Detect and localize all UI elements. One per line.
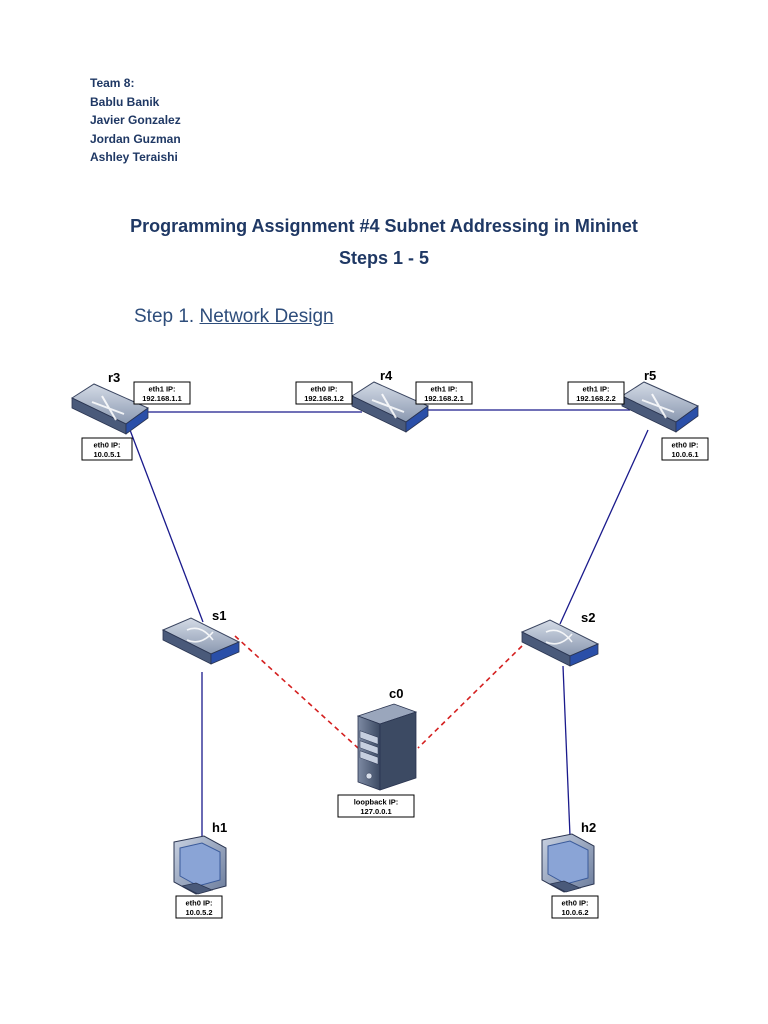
node-label-s1: s1 bbox=[212, 608, 226, 623]
ip-label-line2: 10.0.6.2 bbox=[561, 908, 588, 917]
ip-label-line1: eth0 IP: bbox=[93, 441, 120, 450]
ip-label-h1-eth0: eth0 IP: 10.0.5.2 bbox=[175, 895, 223, 919]
team-member: Javier Gonzalez bbox=[90, 113, 181, 127]
ip-label-line2: 192.168.1.2 bbox=[304, 394, 344, 403]
ip-label-line2: 10.0.5.2 bbox=[185, 908, 212, 917]
ip-label-line1: eth1 IP: bbox=[148, 385, 175, 394]
team-member: Bablu Banik bbox=[90, 94, 160, 109]
ip-label-line2: 10.0.6.1 bbox=[671, 450, 698, 459]
team-block: Team 8: Bablu Banik Javier Gonzalez Jord… bbox=[90, 74, 181, 167]
control-link-s2-c0 bbox=[417, 645, 523, 749]
ip-label-line2: 192.168.2.2 bbox=[576, 394, 616, 403]
ip-label-line2: 127.0.0.1 bbox=[360, 807, 391, 816]
ip-label-h2-eth0: eth0 IP: 10.0.6.2 bbox=[551, 895, 599, 919]
router-r4 bbox=[350, 381, 429, 433]
node-label-c0: c0 bbox=[389, 686, 403, 701]
ip-label-line1: eth1 IP: bbox=[582, 385, 609, 394]
node-label-r4: r4 bbox=[380, 368, 393, 383]
ip-label-line1: eth0 IP: bbox=[671, 441, 698, 450]
ip-label-r4-eth0: eth0 IP: 192.168.1.2 bbox=[295, 381, 353, 405]
node-label-s2: s2 bbox=[581, 610, 595, 625]
document-title: Programming Assignment #4 Subnet Address… bbox=[130, 216, 638, 236]
ip-label-line1: eth0 IP: bbox=[310, 385, 337, 394]
team-heading: Team 8: bbox=[90, 76, 135, 90]
step-name: Network Design bbox=[199, 306, 334, 327]
node-label-r5: r5 bbox=[644, 368, 656, 383]
router-r3 bbox=[70, 383, 149, 435]
link-s2-h2 bbox=[562, 665, 571, 837]
server-c0 bbox=[356, 703, 418, 791]
ip-label-line1: eth0 IP: bbox=[185, 899, 212, 908]
team-member: Ashley Teraishi bbox=[90, 150, 178, 164]
ip-label-r5-eth1: eth1 IP: 192.168.2.2 bbox=[567, 381, 625, 405]
ip-label-r3-eth1: eth1 IP: 192.168.1.1 bbox=[133, 381, 191, 405]
links bbox=[129, 409, 649, 837]
ip-label-line1: eth0 IP: bbox=[561, 899, 588, 908]
ip-label-r3-eth0: eth0 IP: 10.0.5.1 bbox=[81, 437, 133, 461]
node-label-h1: h1 bbox=[212, 820, 227, 835]
ip-label-line2: 192.168.2.1 bbox=[424, 394, 464, 403]
link-r5-s2 bbox=[559, 429, 649, 625]
ip-label-line1: loopback IP: bbox=[354, 798, 399, 807]
host-h1 bbox=[173, 835, 227, 895]
ip-label-r4-eth1: eth1 IP: 192.168.2.1 bbox=[415, 381, 473, 405]
switch-s2 bbox=[520, 619, 600, 667]
step-prefix: Step 1. bbox=[134, 306, 200, 327]
control-link-s1-c0 bbox=[234, 635, 359, 749]
ip-label-line2: 192.168.1.1 bbox=[142, 394, 182, 403]
host-h2 bbox=[541, 833, 595, 893]
ip-label-line1: eth1 IP: bbox=[430, 385, 457, 394]
ip-label-line2: 10.0.5.1 bbox=[93, 450, 120, 459]
step-heading: Step 1. Network Design bbox=[134, 306, 334, 328]
node-label-h2: h2 bbox=[581, 820, 596, 835]
link-r3-s1 bbox=[129, 429, 204, 623]
document-subtitle: Steps 1 - 5 bbox=[338, 248, 430, 268]
router-r5 bbox=[620, 381, 699, 433]
node-label-r3: r3 bbox=[108, 370, 120, 385]
ip-label-r5-eth0: eth0 IP: 10.0.6.1 bbox=[661, 437, 709, 461]
switch-s1 bbox=[161, 617, 241, 665]
ip-label-c0-loopback: loopback IP: 127.0.0.1 bbox=[337, 794, 415, 818]
team-member: Jordan Guzman bbox=[90, 131, 181, 146]
